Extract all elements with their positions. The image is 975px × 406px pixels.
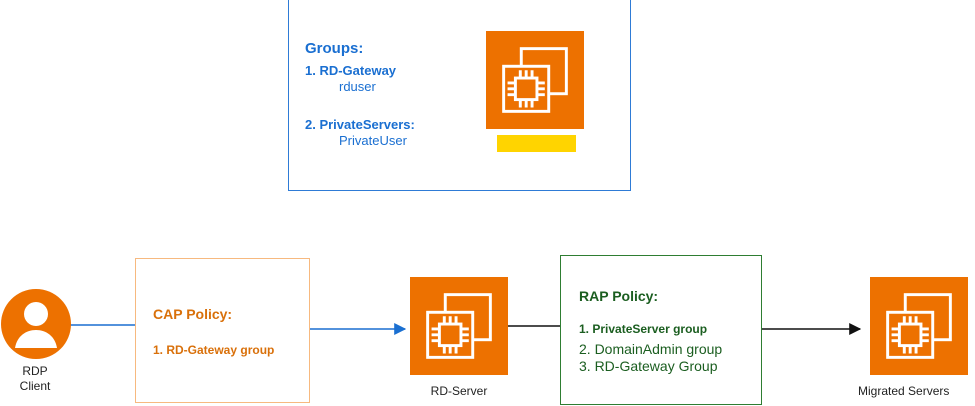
group-rd-gateway: 1. RD-Gateway [305,63,397,78]
group-private-servers-member: PrivateUser [339,133,407,148]
group-rd-gateway-member: rduser [339,79,376,94]
groups-title: Groups: [305,40,364,57]
rap-policy-title: RAP Policy: [579,288,659,304]
migrated-servers-label: Migrated Servers [858,384,950,398]
client-label-line1: RDP [22,364,48,378]
highlight-bar [497,135,576,152]
cap-policy-box [135,258,310,403]
rd-server-label: RD-Server [430,384,488,398]
rap-policy-box [560,255,762,405]
client-label-line2: Client [19,379,51,393]
rap-policy-item-2: 2. DomainAdmin group [579,341,723,357]
group-private-servers: 2. PrivateServers: [305,117,415,132]
rap-policy-item-3: 3. RD-Gateway Group [579,358,718,374]
rap-policy-item-1: 1. PrivateServer group [579,322,708,336]
rd-server-chip-icon [410,277,508,375]
user-icon [0,288,72,360]
ec2-instance-chip-icon [486,31,584,129]
groups-box [288,0,631,191]
cap-policy-title: CAP Policy: [153,306,233,322]
cap-policy-item-1: 1. RD-Gateway group [153,343,275,357]
migrated-servers-chip-icon [870,277,968,375]
